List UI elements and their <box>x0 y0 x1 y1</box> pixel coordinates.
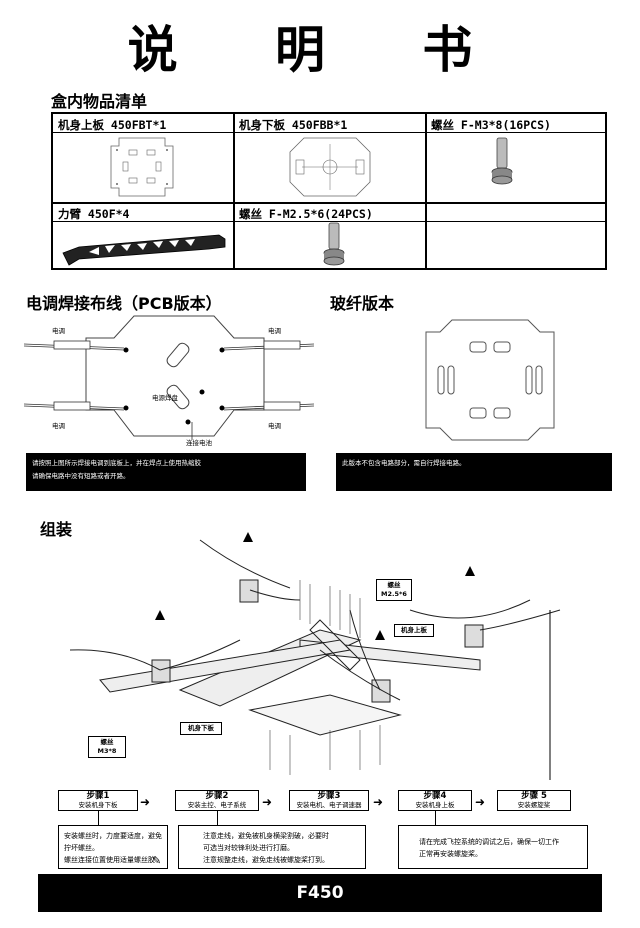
pcb-note-line: 请按照上图所示焊接电调到底板上，并在焊点上使用热缩胶 <box>32 459 201 467</box>
item-label: 螺丝 F-M3*8(16PCS) <box>431 118 551 132</box>
callout-screw-m25: 螺丝 M2.5*6 <box>376 579 412 601</box>
arrow-icon: ➜ <box>262 795 273 809</box>
step-sub: 安装机身下板 <box>78 801 118 809</box>
fiberglass-plate-illustration <box>425 319 555 441</box>
item-screw-m25: 螺丝 F-M2.5*6(24PCS) <box>234 203 425 270</box>
assembly-note-3: 请在完成飞控系统的调试之后，确保一切工作 正常再安装螺旋桨。 <box>398 825 588 869</box>
arrow-icon: ➜ <box>475 795 486 809</box>
arm-illustration <box>62 234 226 266</box>
esc-label-top-left: 电调 <box>52 327 65 335</box>
assembly-exploded-diagram <box>69 532 561 780</box>
note-line: 可选当对较锋利处进行打磨。 <box>203 844 294 852</box>
item-arm: 力臂 450F*4 <box>53 203 233 270</box>
esc-label-bottom-left: 电调 <box>52 422 65 430</box>
bottom-plate-illustration <box>289 137 371 197</box>
note-line: 请在完成飞控系统的调试之后，确保一切工作 <box>419 838 559 846</box>
callout-line: 螺丝 <box>100 738 114 746</box>
note-line: 注意规整走线，避免走线被螺旋桨打到。 <box>203 856 329 864</box>
item-screw-m3: 螺丝 F-M3*8(16PCS) <box>426 114 606 202</box>
step-sub: 安装主控、电子系统 <box>187 801 247 809</box>
step-sub: 安装螺旋桨 <box>517 801 551 809</box>
connector-line <box>217 811 218 825</box>
fiberglass-note-box: 此版本不包含电路部分，需自行焊接电路。 <box>336 453 612 491</box>
pcb-wiring-diagram <box>24 315 314 440</box>
item-label: 力臂 450F*4 <box>58 207 130 221</box>
step-sub: 安装机身上板 <box>415 801 455 809</box>
pcb-note-box: 请按照上图所示焊接电调到底板上，并在焊点上使用热缩胶 请确保电路中没有短路或者开… <box>26 453 306 491</box>
step-2: 步骤2 安装主控、电子系统 <box>175 790 259 811</box>
callout-line: M3*8 <box>97 747 117 755</box>
step-title: 步骤3 <box>317 791 341 801</box>
connector-line <box>98 811 99 825</box>
pcb-note-line: 请确保电路中没有短路或者开路。 <box>32 472 130 480</box>
note-line: 注意走线，避免被机身横梁割破，必要时 <box>203 832 329 840</box>
top-plate-illustration <box>110 137 174 197</box>
fiberglass-heading: 玻纤版本 <box>330 294 395 313</box>
pcb-heading: 电调焊接布线（PCB版本） <box>26 294 222 313</box>
model-footer: F450 <box>38 874 602 912</box>
step-3: 步骤3 安装电机、电子调速器 <box>289 790 369 811</box>
callout-line: M2.5*6 <box>381 590 407 598</box>
callout-bottom-plate: 机身下板 <box>180 722 222 735</box>
callout-line: 螺丝 <box>387 581 401 589</box>
item-top-plate: 机身上板 450FBT*1 <box>53 114 233 202</box>
item-label: 机身上板 450FBT*1 <box>58 118 167 132</box>
note-line: 正常再安装螺旋桨。 <box>419 850 482 858</box>
page-title: 说 明 书 <box>127 20 513 79</box>
connector-line <box>435 811 436 825</box>
note-line: 螺丝连接位置使用适量螺丝胶 <box>64 856 155 864</box>
esc-label-top-right: 电调 <box>268 327 281 335</box>
pen-icon: ✎ <box>152 854 162 867</box>
screw-m25-illustration <box>323 222 345 266</box>
battery-label: 连接电池 <box>186 439 212 447</box>
power-pad-label: 电源焊盘 <box>152 394 178 402</box>
callout-screw-m3: 螺丝 M3*8 <box>88 736 126 758</box>
contents-table: 机身上板 450FBT*1 机身下板 450FBB*1 螺丝 F-M3*8(16… <box>51 112 607 270</box>
step-4: 步骤4 安装机身上板 <box>398 790 472 811</box>
step-title: 步骤4 <box>423 791 447 801</box>
note-line: 安装螺丝时，力度要适度，避免 <box>64 832 162 840</box>
note-line: 拧坏螺丝。 <box>64 844 99 852</box>
assembly-heading: 组装 <box>40 520 73 539</box>
step-title: 步骤2 <box>205 791 229 801</box>
screw-m3-illustration <box>491 137 513 185</box>
step-title: 步骤 5 <box>521 791 547 801</box>
assembly-note-2: 注意走线，避免被机身横梁割破，必要时 可选当对较锋利处进行打磨。 注意规整走线，… <box>178 825 366 869</box>
step-1: 步骤1 安装机身下板 <box>58 790 138 811</box>
step-sub: 安装电机、电子调速器 <box>296 801 362 809</box>
contents-heading: 盒内物品清单 <box>51 92 148 111</box>
arrow-icon: ➜ <box>373 795 384 809</box>
esc-label-bottom-right: 电调 <box>268 422 281 430</box>
assembly-note-1: 安装螺丝时，力度要适度，避免 拧坏螺丝。 螺丝连接位置使用适量螺丝胶 <box>58 825 168 869</box>
item-bottom-plate: 机身下板 450FBB*1 <box>234 114 425 202</box>
item-label: 螺丝 F-M2.5*6(24PCS) <box>239 207 373 221</box>
fiberglass-note-line: 此版本不包含电路部分，需自行焊接电路。 <box>342 459 466 467</box>
arrow-icon: ➜ <box>140 795 151 809</box>
step-title: 步骤1 <box>86 791 110 801</box>
callout-top-plate: 机身上板 <box>394 624 434 637</box>
item-label: 机身下板 450FBB*1 <box>239 118 348 132</box>
step-5: 步骤 5 安装螺旋桨 <box>497 790 571 811</box>
